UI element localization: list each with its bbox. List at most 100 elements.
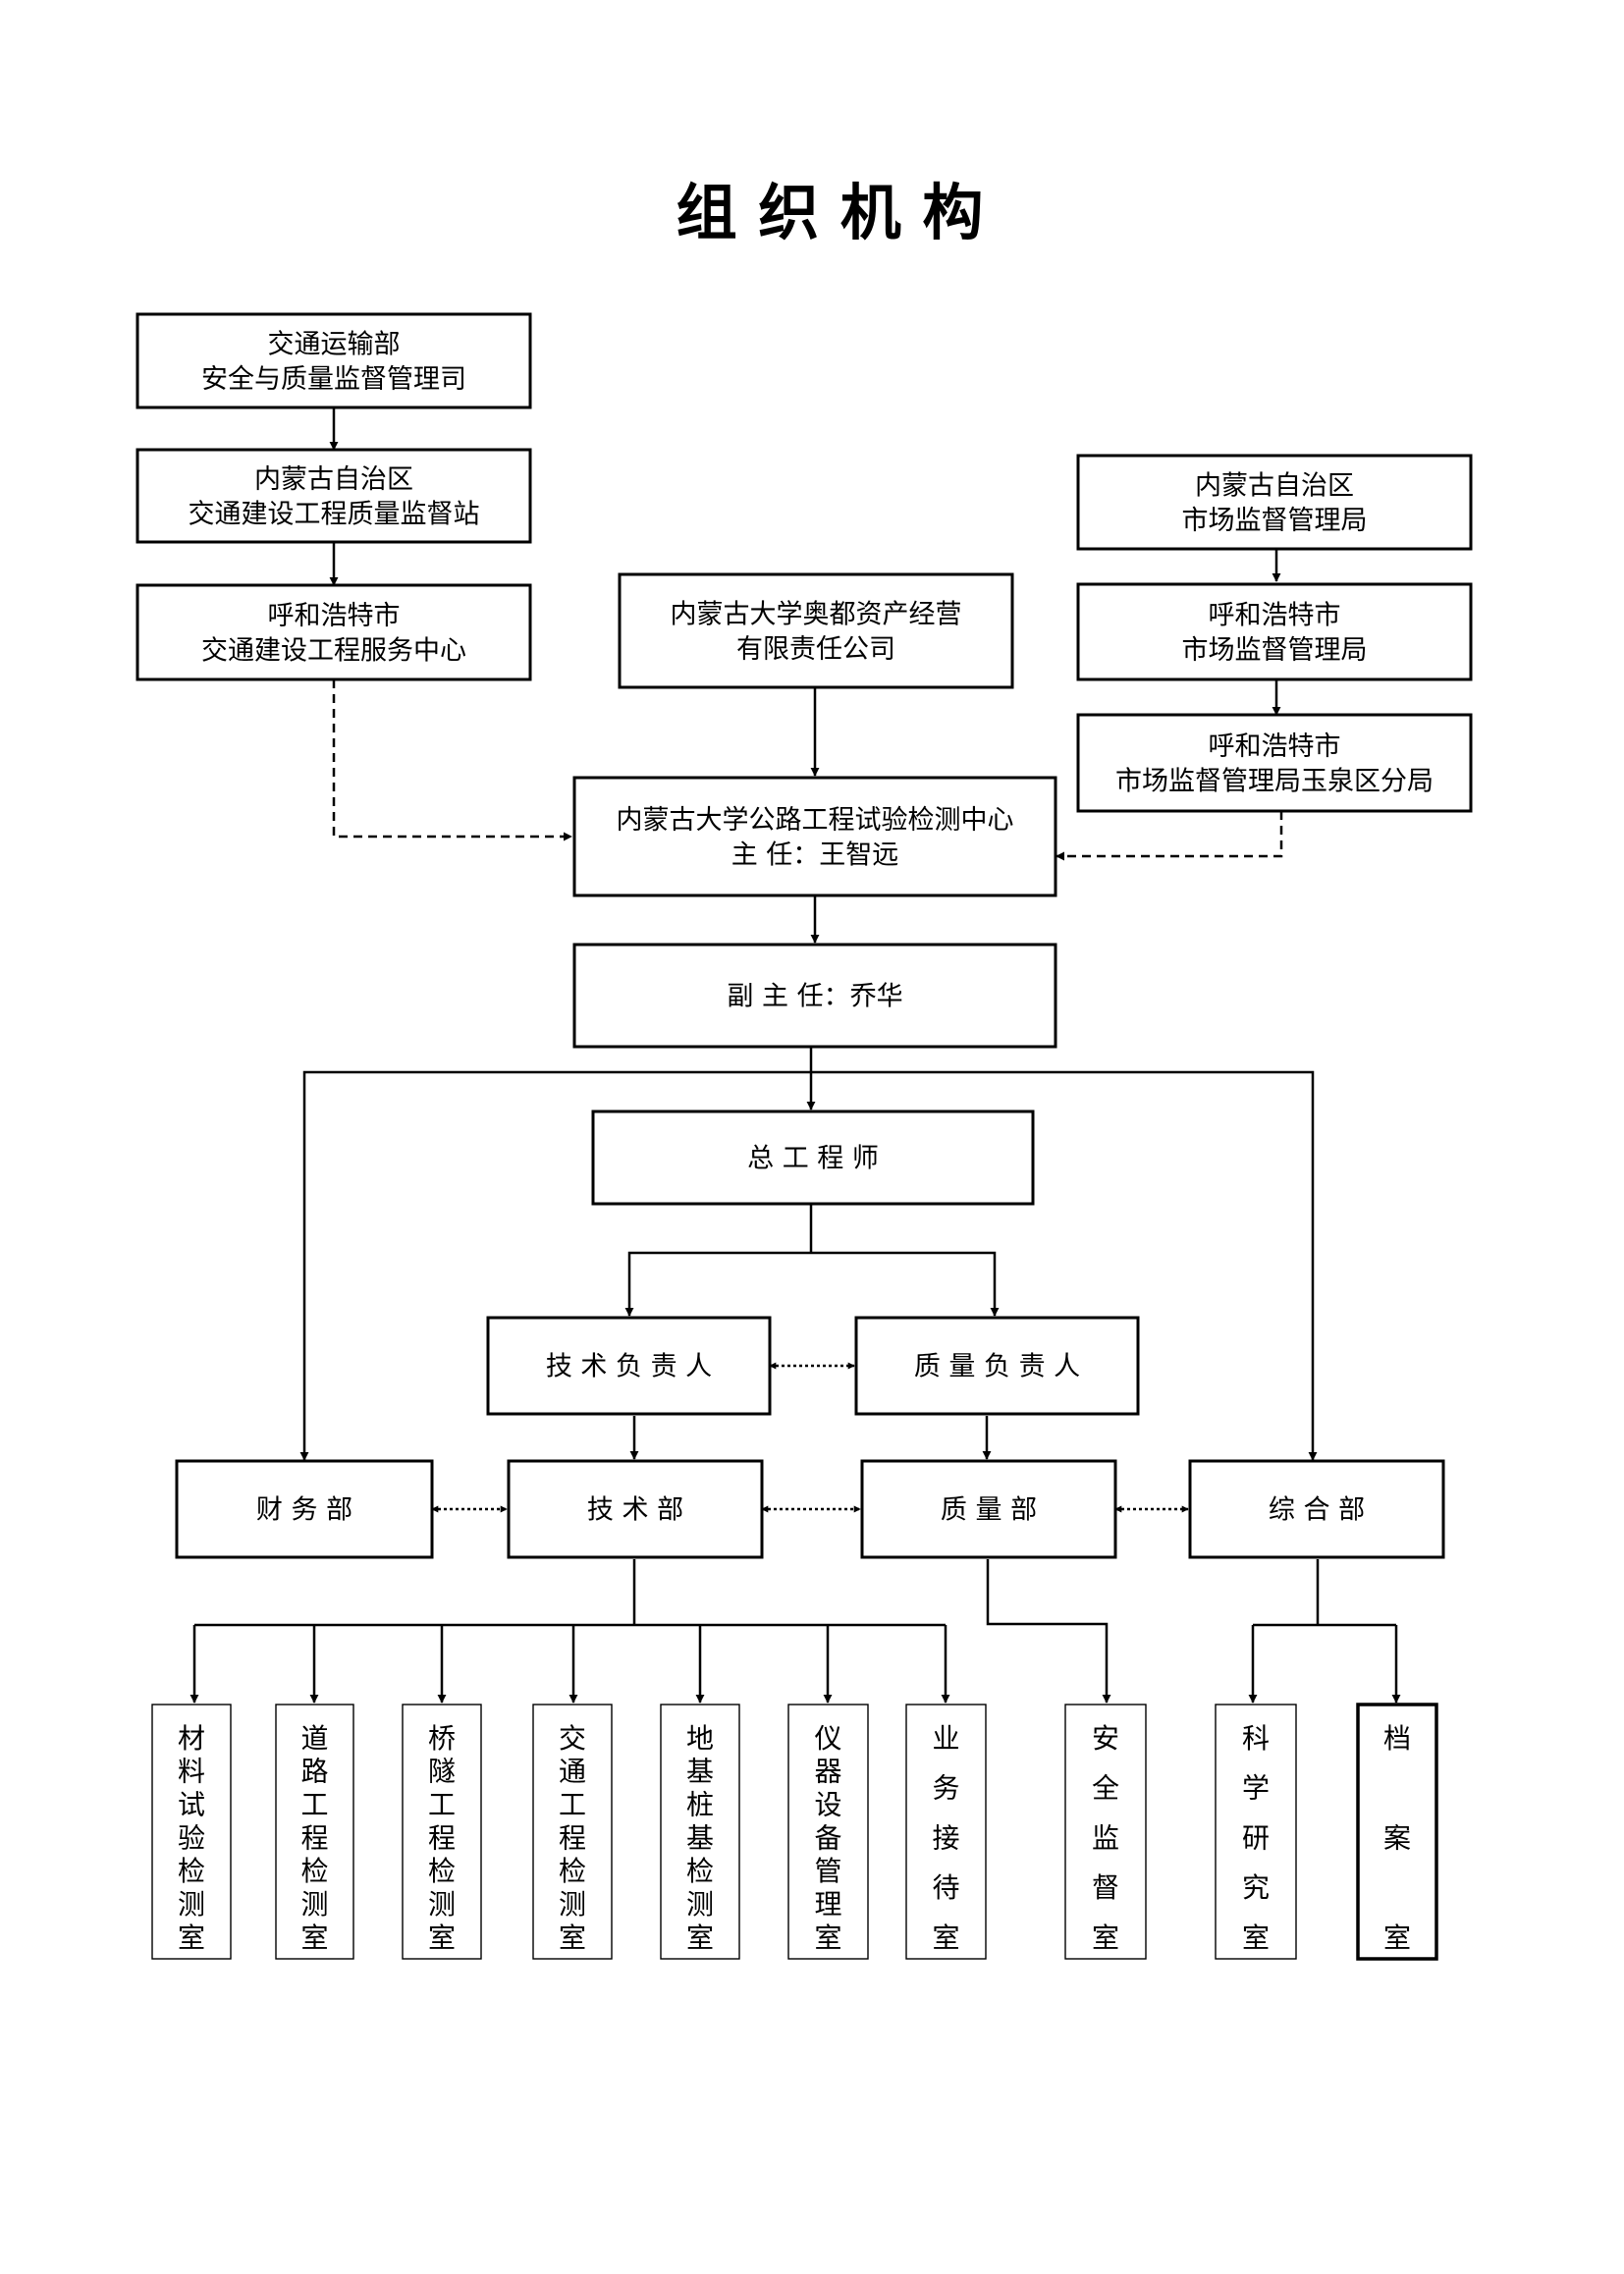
room-label-char: 测 [178, 1888, 205, 1921]
room-label-char: 监 [1092, 1821, 1119, 1854]
room-label-char: 地 [686, 1722, 714, 1755]
room-label-char: 究 [1242, 1871, 1270, 1904]
node-label: 安全与质量监督管理司 [201, 364, 466, 395]
room-label-char: 测 [559, 1888, 586, 1921]
node-label: 内蒙古自治区 [254, 464, 413, 495]
room-label-char: 测 [428, 1888, 456, 1921]
room-label-char: 检 [428, 1855, 456, 1887]
node-chief-engineer: 总 工 程 师 [591, 1110, 1035, 1206]
node-box [135, 312, 532, 409]
node-label: 综 合 部 [1269, 1495, 1365, 1526]
room-box [905, 1704, 987, 1960]
room-label-char: 仪 [814, 1722, 841, 1755]
lab-rooms: 材料试验检测室道路工程检测室桥隧工程检测室交通工程检测室地基桩基检测室仪器设备管… [151, 1703, 1438, 1961]
room-label-char: 基 [686, 1756, 714, 1788]
node-box [1076, 582, 1473, 681]
node-box [135, 448, 532, 544]
node-box [591, 1110, 1035, 1206]
node-label: 呼和浩特市 [268, 601, 401, 631]
room-label-char: 隧 [428, 1756, 456, 1788]
edge-qualitydept-to-safety [986, 1559, 1111, 1704]
room-box [532, 1704, 613, 1960]
node-label: 市场监督管理局 [1182, 506, 1368, 536]
room-box [787, 1704, 869, 1960]
room-label-char: 道 [300, 1722, 328, 1755]
room-label-char: 器 [814, 1756, 841, 1788]
room-label-char: 测 [686, 1888, 714, 1921]
room-label-char: 工 [428, 1788, 456, 1820]
node-label: 总 工 程 师 [747, 1144, 879, 1174]
edge-service-to-center-dashed [332, 679, 572, 841]
node-box [175, 1459, 434, 1559]
room-label-char: 桥 [428, 1722, 456, 1755]
room-label-char: 路 [300, 1756, 328, 1788]
org-units: 交通运输部安全与质量监督管理司内蒙古自治区交通建设工程质量监督站呼和浩特市交通建… [135, 312, 1473, 1559]
edge-deputy-to-finance [299, 1070, 811, 1461]
node-label: 市场监督管理局 [1182, 635, 1368, 666]
node-finance: 财 务 部 [175, 1459, 434, 1559]
node-box [486, 1316, 772, 1416]
room-label-char: 测 [300, 1888, 328, 1921]
node-quality-dept: 质 量 部 [860, 1459, 1117, 1559]
room-label-char: 程 [428, 1821, 456, 1854]
room-label-char: 科 [1242, 1722, 1270, 1755]
node-deputy: 副 主 任：乔华 [572, 943, 1057, 1049]
node-label: 呼和浩特市 [1209, 601, 1341, 631]
room-label-char: 材 [178, 1722, 205, 1755]
node-tech-dept: 技 术 部 [507, 1459, 764, 1559]
node-tech-lead: 技 术 负 责 人 [486, 1316, 772, 1416]
room-label-char: 室 [814, 1922, 841, 1954]
room-label-char: 务 [932, 1772, 959, 1805]
node-label: 质 量 部 [941, 1495, 1037, 1526]
room-label-char: 备 [814, 1821, 841, 1854]
room-label-char: 检 [300, 1855, 328, 1887]
room-label-char: 基 [686, 1821, 714, 1854]
node-label: 内蒙古大学公路工程试验检测中心 [617, 805, 1014, 836]
room-label-char: 室 [686, 1922, 714, 1954]
room-label-char: 检 [686, 1855, 714, 1887]
room-box [1064, 1704, 1147, 1960]
node-label: 技 术 负 责 人 [546, 1352, 712, 1382]
node-box [135, 583, 532, 681]
room-box [1215, 1704, 1297, 1960]
room-label-char: 室 [1383, 1922, 1411, 1954]
room-10: 档案室 [1356, 1703, 1438, 1961]
room-label-char: 研 [1242, 1821, 1270, 1854]
room-label-char: 室 [300, 1922, 328, 1954]
room-label-char: 工 [559, 1788, 586, 1820]
room-label-char: 试 [178, 1788, 205, 1820]
node-box [507, 1459, 764, 1559]
edge-deputy-to-general [811, 1070, 1318, 1461]
room-label-char: 管 [814, 1855, 841, 1887]
node-box [1076, 713, 1473, 813]
room-label-char: 督 [1092, 1871, 1119, 1904]
node-box [618, 572, 1014, 689]
node-box [1188, 1459, 1445, 1559]
room-label-char: 室 [178, 1922, 205, 1954]
room-label-char: 通 [559, 1756, 586, 1788]
room-label-char: 安 [1092, 1722, 1119, 1755]
room-label-char: 检 [559, 1855, 586, 1887]
room-label-char: 理 [814, 1888, 841, 1921]
room-label-char: 接 [932, 1821, 959, 1854]
room-label-char: 料 [178, 1756, 205, 1788]
room-label-char: 设 [814, 1788, 841, 1820]
room-label-char: 验 [178, 1821, 205, 1854]
node-label: 交通建设工程服务中心 [201, 635, 466, 666]
room-label-char: 待 [932, 1871, 959, 1904]
edge-yqbranch-to-center-dashed [1056, 811, 1283, 861]
room-label-char: 学 [1242, 1772, 1270, 1805]
room-box [402, 1704, 482, 1960]
node-box [860, 1459, 1117, 1559]
